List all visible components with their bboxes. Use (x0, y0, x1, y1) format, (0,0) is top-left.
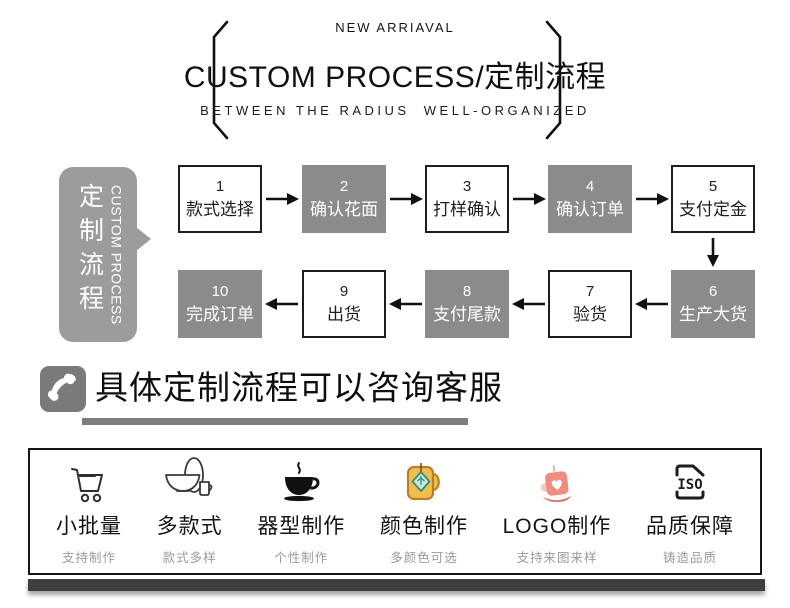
arrow-right-icon (636, 193, 669, 205)
badge-vertical-en: CUSTOM PROCESS (108, 185, 125, 325)
feature-logo-making: LOGO制作 支持来图来样 (503, 458, 612, 566)
flow-step-8: 8 支付尾款 (425, 270, 509, 338)
step-label: 完成订单 (186, 304, 254, 324)
feature-color-making: 颜色制作 多颜色可选 (380, 458, 468, 566)
step-label: 出货 (327, 304, 361, 324)
step-label: 确认花面 (310, 199, 378, 219)
arrow-left-icon (512, 298, 545, 310)
flow-step-3: 3 打样确认 (425, 165, 509, 233)
step-number: 1 (215, 177, 225, 195)
feature-title: 器型制作 (257, 514, 346, 538)
badge-pointer (136, 227, 151, 251)
header-eyebrow: NEW ARRIAVAL (335, 20, 455, 35)
step-label: 支付尾款 (433, 304, 501, 324)
features-panel: 小批量 支持制作 多款式 款式多样 (28, 448, 762, 575)
flow-step-9: 9 出货 (302, 270, 386, 338)
step-label: 支付定金 (679, 199, 747, 219)
feature-shape-making: 器型制作 个性制作 (257, 458, 345, 566)
step-number: 3 (462, 177, 472, 195)
step-number: 10 (211, 282, 229, 300)
arrow-right-icon (513, 193, 546, 205)
step-number: 6 (708, 282, 718, 300)
feature-subtitle: 个性制作 (274, 550, 329, 565)
step-number: 7 (585, 282, 595, 300)
flow-step-5: 5 支付定金 (671, 165, 755, 233)
feature-subtitle: 多颜色可选 (390, 550, 458, 565)
flow-step-2: 2 确认花面 (302, 165, 386, 233)
process-flowchart: 1 款式选择 2 确认花面 3 打样确认 4 确认订单 5 支付定金 6 生产大… (0, 160, 790, 360)
feature-subtitle: 铸造品质 (662, 550, 717, 565)
flow-step-7: 7 验货 (548, 270, 632, 338)
feature-quality-guarantee: ISO 品质保障 铸造品质 (646, 458, 734, 566)
contact-underline (82, 418, 468, 425)
feature-many-styles: 多款式 款式多样 (156, 456, 223, 566)
header-subtitle: BETWEEN THE RADIUS WELL-ORGANIZED (200, 103, 590, 118)
right-bracket-decoration (545, 20, 562, 140)
badge-vertical-cn: 定制流程 (75, 183, 104, 319)
arrow-right-icon (266, 193, 299, 205)
iso-label: ISO (677, 477, 702, 493)
arrow-left-icon (265, 298, 298, 310)
feature-small-batch: 小批量 支持制作 (56, 458, 122, 566)
feature-subtitle: 支持制作 (61, 550, 116, 565)
feature-subtitle: 支持来图来样 (516, 550, 598, 565)
arrow-left-icon (389, 298, 422, 310)
feature-title: LOGO制作 (502, 514, 612, 538)
coffee-cup-icon (278, 458, 324, 506)
phone-icon (40, 366, 86, 412)
flow-step-4: 4 确认订单 (548, 165, 632, 233)
left-bracket-decoration (212, 20, 229, 140)
feature-title: 颜色制作 (379, 514, 468, 538)
step-label: 生产大货 (679, 304, 747, 324)
arrow-down-icon (707, 238, 719, 267)
flow-step-6: 6 生产大货 (671, 270, 755, 338)
step-number: 2 (339, 177, 349, 195)
feature-title: 多款式 (156, 514, 223, 538)
contact-heading: 具体定制流程可以咨询客服 (95, 369, 503, 406)
tableware-icon (162, 456, 218, 506)
process-badge: 定制流程 CUSTOM PROCESS (59, 167, 151, 342)
step-label: 验货 (573, 304, 607, 324)
page-title: CUSTOM PROCESS/定制流程 (183, 61, 607, 94)
step-number: 5 (708, 177, 718, 195)
step-label: 打样确认 (433, 199, 501, 219)
feature-title: 品质保障 (645, 514, 734, 538)
logo-mug-icon (534, 458, 580, 506)
step-number: 9 (339, 282, 349, 300)
feature-subtitle: 款式多样 (162, 550, 217, 565)
feature-title: 小批量 (56, 514, 122, 538)
step-number: 4 (585, 177, 595, 195)
arrow-left-icon (635, 298, 668, 310)
iso-icon: ISO (667, 458, 713, 506)
flow-step-10: 10 完成订单 (178, 270, 262, 338)
colored-mug-icon (401, 458, 447, 506)
step-number: 8 (462, 282, 472, 300)
flow-step-1: 1 款式选择 (178, 165, 262, 233)
cart-icon (65, 458, 113, 506)
arrow-right-icon (390, 193, 423, 205)
step-label: 确认订单 (556, 199, 624, 219)
step-label: 款式选择 (186, 199, 254, 219)
badge-text-group: 定制流程 CUSTOM PROCESS (59, 167, 137, 342)
bottom-shadow-bar (28, 579, 765, 591)
